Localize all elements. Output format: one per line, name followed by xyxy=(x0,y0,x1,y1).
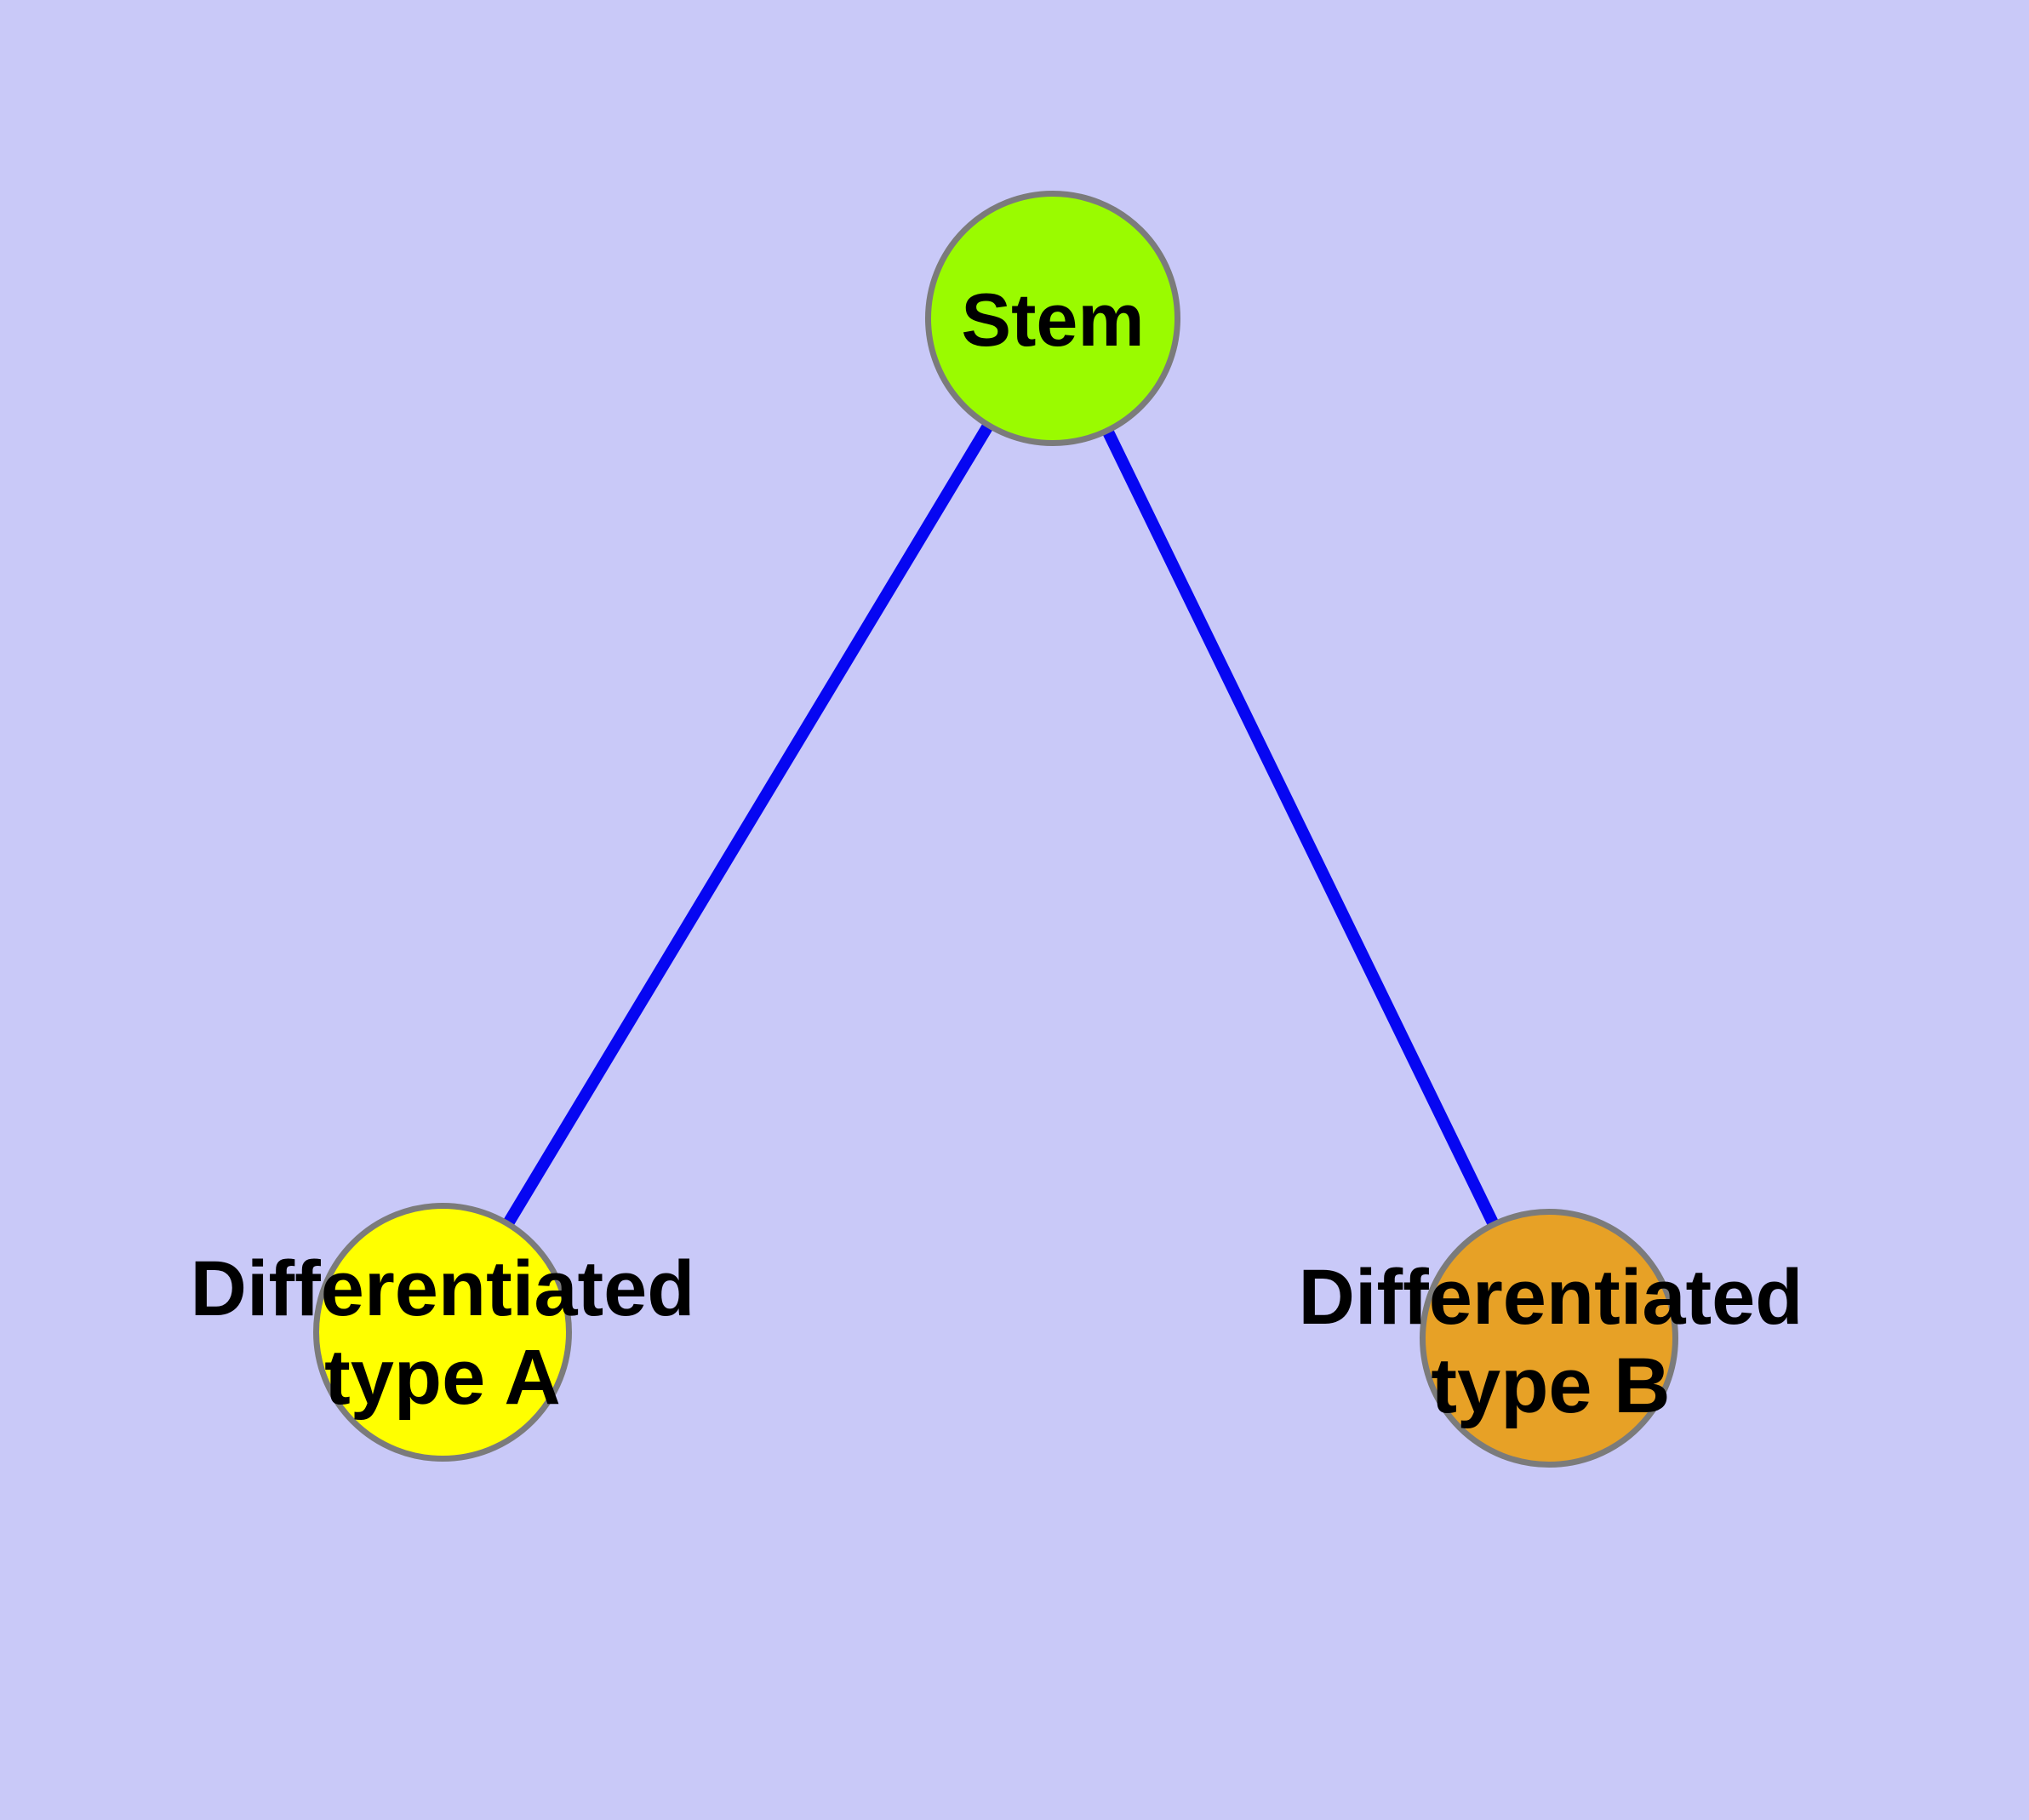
node-differentiated-type-b-label-line1: Differentiated xyxy=(1298,1254,1803,1341)
edge-stem-to-type-a xyxy=(437,315,1058,1336)
node-differentiated-type-a-label-line2: type A xyxy=(324,1334,561,1421)
node-differentiated-type-b-label-line2: type B xyxy=(1431,1342,1671,1429)
node-stem-label: Stem xyxy=(961,278,1145,362)
node-differentiated-type-a-label: Differentiated type A xyxy=(191,1245,695,1422)
node-differentiated-type-b-circle xyxy=(1420,1209,1678,1468)
node-differentiated-type-b-label: Differentiated type B xyxy=(1299,1253,1803,1430)
node-differentiated-type-a-circle xyxy=(313,1203,572,1462)
edge-stem-to-type-b xyxy=(1047,315,1555,1342)
node-stem-circle xyxy=(925,191,1180,446)
node-differentiated-type-a-label-line1: Differentiated xyxy=(190,1245,695,1332)
